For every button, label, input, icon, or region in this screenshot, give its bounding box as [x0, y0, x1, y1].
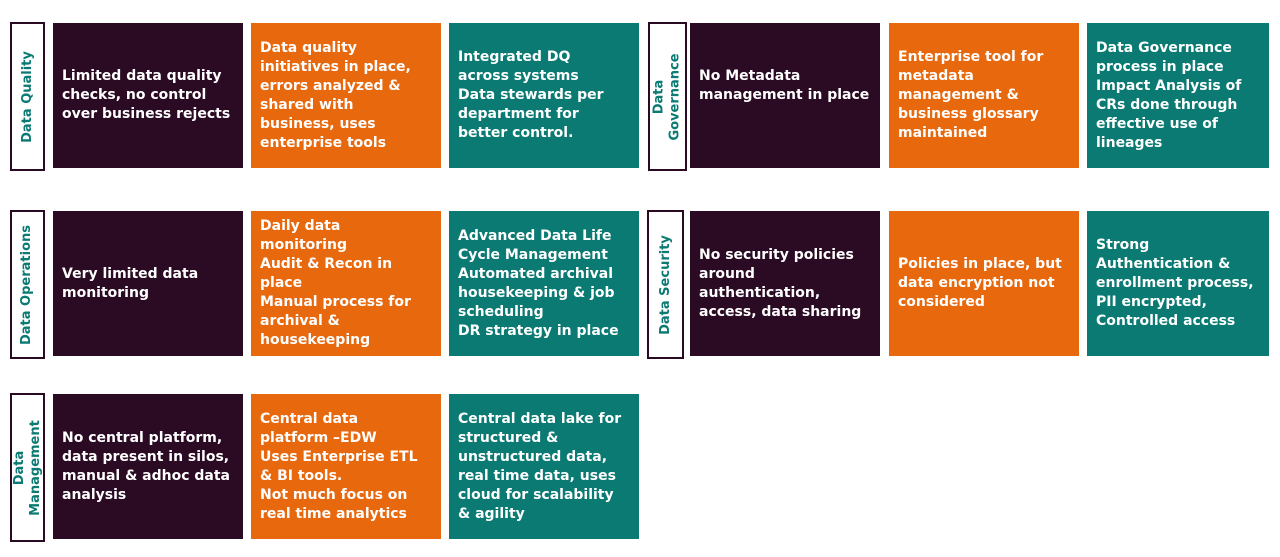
label-data-management: Data Management [10, 393, 45, 542]
data-quality-level-1-text: Limited data quality checks, no control … [62, 68, 231, 122]
data-quality-level-2-text: Data quality initiatives in place, error… [260, 39, 411, 151]
data-operations-level-1-text: Very limited data monitoring [62, 265, 199, 301]
data-security-level-3: Strong Authentication & enrollment proce… [1087, 211, 1269, 356]
label-data-management-text: Data Management [11, 419, 43, 516]
label-data-operations: Data Operations [10, 210, 45, 359]
label-data-security: Data Security [647, 210, 684, 359]
data-security-level-3-text: Strong Authentication & enrollment proce… [1096, 237, 1254, 329]
data-management-level-1: No central platform, data present in sil… [53, 394, 243, 539]
label-data-quality-text: Data Quality [19, 50, 35, 143]
data-governance-level-2-text: Enterprise tool for metadata management … [898, 49, 1044, 141]
data-management-level-2: Central data platform –EDW Uses Enterpri… [251, 394, 441, 539]
data-operations-level-1: Very limited data monitoring [53, 211, 243, 356]
data-quality-level-2: Data quality initiatives in place, error… [251, 23, 441, 168]
data-security-level-2: Policies in place, but data encryption n… [889, 211, 1079, 356]
data-governance-level-1: No Metadata management in place [690, 23, 880, 168]
data-operations-level-3-text: Advanced Data Life Cycle Management Auto… [458, 227, 619, 339]
data-management-level-2-text: Central data platform –EDW Uses Enterpri… [260, 410, 418, 522]
label-data-operations-text: Data Operations [19, 224, 35, 345]
data-security-level-1-text: No security policies around authenticati… [699, 246, 862, 320]
data-quality-level-3: Integrated DQ across systems Data stewar… [449, 23, 639, 168]
data-management-level-3-text: Central data lake for structured & unstr… [458, 410, 622, 522]
data-governance-level-3-text: Data Governance process in place Impact … [1096, 39, 1242, 151]
data-operations-level-3: Advanced Data Life Cycle Management Auto… [449, 211, 639, 356]
label-data-quality: Data Quality [10, 22, 45, 171]
label-data-governance: Data Governance [648, 22, 687, 171]
data-governance-level-1-text: No Metadata management in place [699, 68, 870, 103]
label-data-governance-text: Data Governance [651, 52, 683, 141]
data-governance-level-3: Data Governance process in place Impact … [1087, 23, 1269, 168]
data-quality-level-1: Limited data quality checks, no control … [53, 23, 243, 168]
data-governance-level-2: Enterprise tool for metadata management … [889, 23, 1079, 168]
data-management-level-1-text: No central platform, data present in sil… [62, 429, 231, 503]
data-quality-level-3-text: Integrated DQ across systems Data stewar… [458, 49, 604, 141]
data-management-level-3: Central data lake for structured & unstr… [449, 394, 639, 539]
data-security-level-1: No security policies around authenticati… [690, 211, 880, 356]
label-data-security-text: Data Security [657, 234, 673, 335]
data-operations-level-2-text: Daily data monitoring Audit & Recon in p… [260, 218, 411, 348]
data-security-level-2-text: Policies in place, but data encryption n… [898, 256, 1062, 310]
data-operations-level-2: Daily data monitoring Audit & Recon in p… [251, 211, 441, 356]
